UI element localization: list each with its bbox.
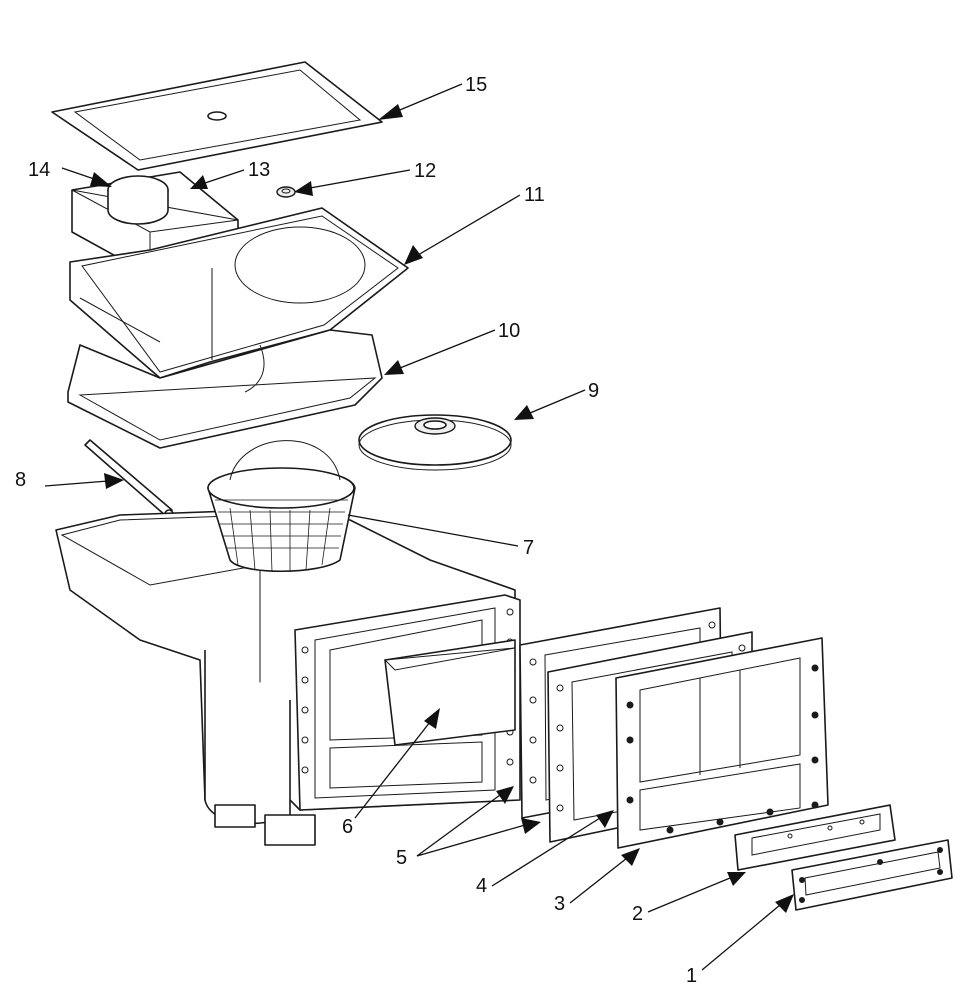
callout-label-11: 11	[524, 184, 545, 206]
part-6-weir	[383, 639, 516, 746]
callout-label-7: 7	[523, 537, 534, 559]
part-9-disk	[358, 414, 512, 471]
callout-label-9: 9	[588, 380, 599, 402]
callout-label-1: 1	[686, 965, 697, 987]
callout-label-13: 13	[248, 159, 270, 181]
part-3-faceplate	[615, 637, 829, 849]
part-2-strip-gasket	[734, 804, 896, 871]
callout-label-5: 5	[396, 847, 407, 869]
callout-label-14: 14	[28, 159, 50, 181]
callout-label-3: 3	[554, 893, 565, 915]
callout-label-15: 15	[465, 74, 487, 96]
frame-holes-left	[301, 646, 309, 774]
part-8-rod	[84, 439, 174, 519]
callout-label-8: 8	[15, 469, 26, 491]
part-1-strip-plate	[791, 839, 953, 911]
faceplate-screws	[626, 664, 819, 834]
part-12-nut	[276, 186, 296, 198]
callout-label-2: 2	[632, 903, 643, 925]
part-15-lid	[51, 61, 383, 171]
callout-label-10: 10	[498, 320, 520, 342]
callout-label-6: 6	[342, 816, 353, 838]
callout-label-4: 4	[476, 875, 487, 897]
leader-lines	[44, 83, 794, 971]
callout-label-12: 12	[414, 160, 436, 182]
part-7-basket	[207, 440, 356, 573]
part-10-base-ring	[67, 329, 383, 449]
callout-labels: 15 14 13 12 11 10 9 8 7 6 5 4 3 2 1	[15, 74, 697, 987]
